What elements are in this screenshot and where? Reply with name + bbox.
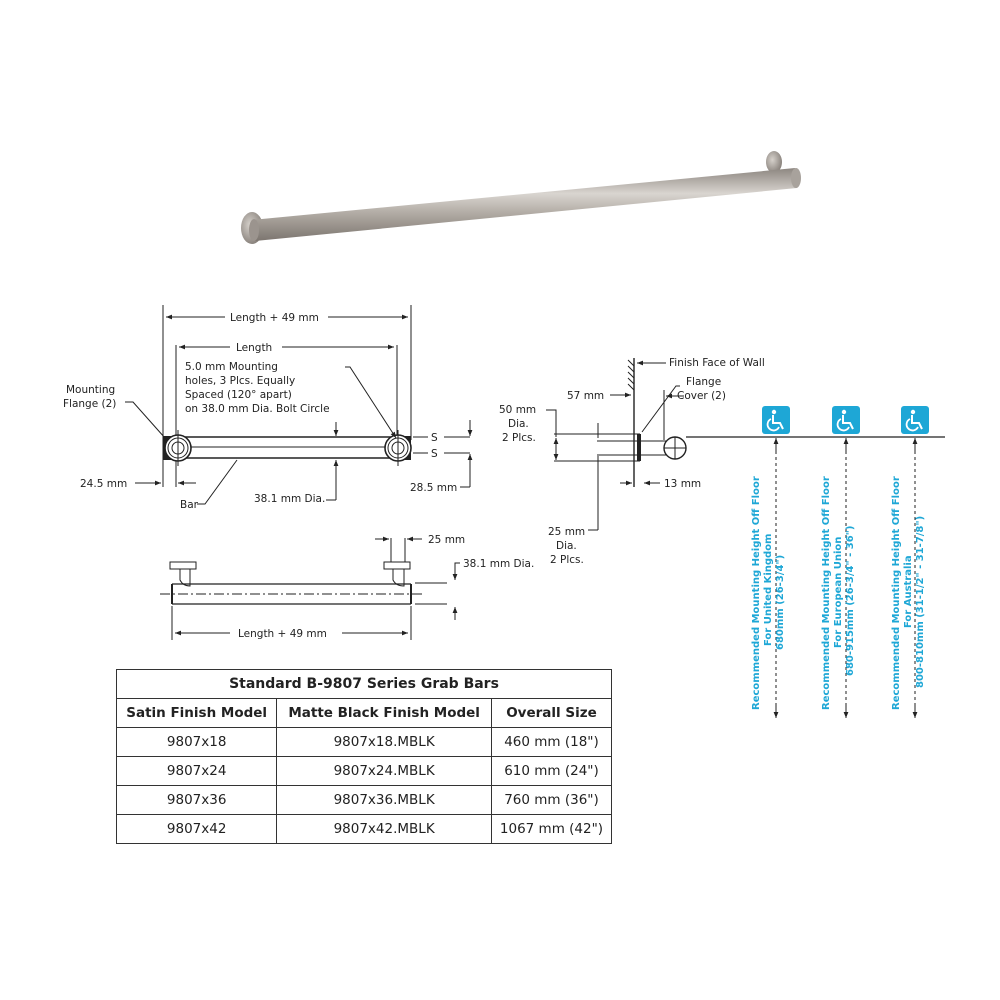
cell-size: 460 mm (18")	[490, 727, 613, 757]
cell-matte: 9807x36.MBLK	[276, 785, 492, 815]
holes-note-4: on 38.0 mm Dia. Bolt Circle	[185, 403, 330, 415]
cell-size: 610 mm (24")	[490, 756, 613, 786]
table-header-row: Satin Finish Model Matte Black Finish Mo…	[115, 698, 613, 728]
table-row: 9807x18 9807x18.MBLK 460 mm (18")	[115, 727, 613, 757]
product-photo	[241, 151, 801, 244]
cell-satin: 9807x18	[115, 727, 278, 757]
eu-height-line3: 680-915mm (26-3/4" - 36")	[845, 526, 856, 676]
wheelchair-icon	[762, 406, 790, 434]
cell-satin: 9807x24	[115, 756, 278, 786]
eu-height-line2: For European Union	[833, 537, 844, 648]
flange-dia-2: Dia.	[508, 418, 529, 430]
wheelchair-icon	[832, 406, 860, 434]
finish-face-label: Finish Face of Wall	[669, 357, 765, 369]
cover-depth-label: 13 mm	[664, 478, 701, 490]
uk-height-line1: Recommended Mounting Height Off Floor	[751, 476, 762, 710]
top-bar-dia-label: 38.1 mm Dia.	[463, 558, 534, 570]
cell-satin: 9807x36	[115, 785, 278, 815]
length-plus-label: Length + 49 mm	[230, 312, 319, 324]
inner-dia-1: 25 mm	[548, 526, 585, 538]
table-row: 9807x24 9807x24.MBLK 610 mm (24")	[115, 756, 613, 786]
flange-cover-2: Cover (2)	[677, 390, 726, 402]
cell-satin: 9807x42	[115, 814, 278, 844]
bar-tube	[252, 168, 797, 241]
length-label: Length	[236, 342, 272, 354]
cell-matte: 9807x24.MBLK	[276, 756, 492, 786]
mounting-flange-2: Flange (2)	[63, 398, 116, 410]
cell-size: 760 mm (36")	[490, 785, 613, 815]
cell-size: 1067 mm (42")	[490, 814, 613, 844]
s-mark-1: S	[431, 432, 438, 444]
top-view	[160, 536, 460, 640]
table-row: 9807x42 9807x42.MBLK 1067 mm (42")	[115, 814, 613, 844]
cell-matte: 9807x42.MBLK	[276, 814, 492, 844]
bar-label: Bar	[180, 499, 199, 511]
flange-dia-3: 2 Plcs.	[502, 432, 536, 444]
au-height-line1: Recommended Mounting Height Off Floor	[891, 476, 902, 710]
header-satin: Satin Finish Model	[115, 698, 278, 728]
flange-dia-1: 50 mm	[499, 404, 536, 416]
table-row: 9807x36 9807x36.MBLK 760 mm (36")	[115, 785, 613, 815]
bar-dia-label: 38.1 mm Dia.	[254, 493, 325, 505]
holes-note-3: Spaced (120° apart)	[185, 389, 292, 401]
uk-height-line2: For United Kingdom	[763, 534, 774, 646]
top-length-plus-label: Length + 49 mm	[238, 628, 327, 640]
table-title-row: Standard B-9807 Series Grab Bars	[116, 669, 612, 699]
uk-height-line3: 680mm (26-3/4")	[775, 555, 786, 650]
holes-note-2: holes, 3 Plcs. Equally	[185, 375, 295, 387]
flange-width-label: 25 mm	[428, 534, 465, 546]
au-height-line3: 800-810mm (31-1/2" - 31-7/8")	[915, 516, 926, 688]
height-lines	[773, 438, 918, 718]
side-view	[546, 358, 945, 531]
inner-dia-3: 2 Plcs.	[550, 554, 584, 566]
offset-right-label: 28.5 mm	[410, 482, 457, 494]
inner-dia-2: Dia.	[556, 540, 577, 552]
flange-cover-1: Flange	[686, 376, 721, 388]
wall-gap-label: 57 mm	[567, 390, 604, 402]
right-flange	[766, 151, 782, 173]
cell-matte: 9807x18.MBLK	[276, 727, 492, 757]
spec-table: Standard B-9807 Series Grab Bars Satin F…	[115, 669, 613, 844]
mounting-flange-1: Mounting	[66, 384, 115, 396]
eu-height-line1: Recommended Mounting Height Off Floor	[821, 476, 832, 710]
au-height-line2: For Australia	[903, 555, 914, 628]
holes-note-1: 5.0 mm Mounting	[185, 361, 278, 373]
header-size: Overall Size	[490, 698, 613, 728]
header-matte-black: Matte Black Finish Model	[276, 698, 492, 728]
wheelchair-icon	[901, 406, 929, 434]
offset-left-label: 24.5 mm	[80, 478, 127, 490]
s-mark-2: S	[431, 448, 438, 460]
table-title: Standard B-9807 Series Grab Bars	[116, 669, 612, 699]
front-view	[125, 305, 473, 505]
